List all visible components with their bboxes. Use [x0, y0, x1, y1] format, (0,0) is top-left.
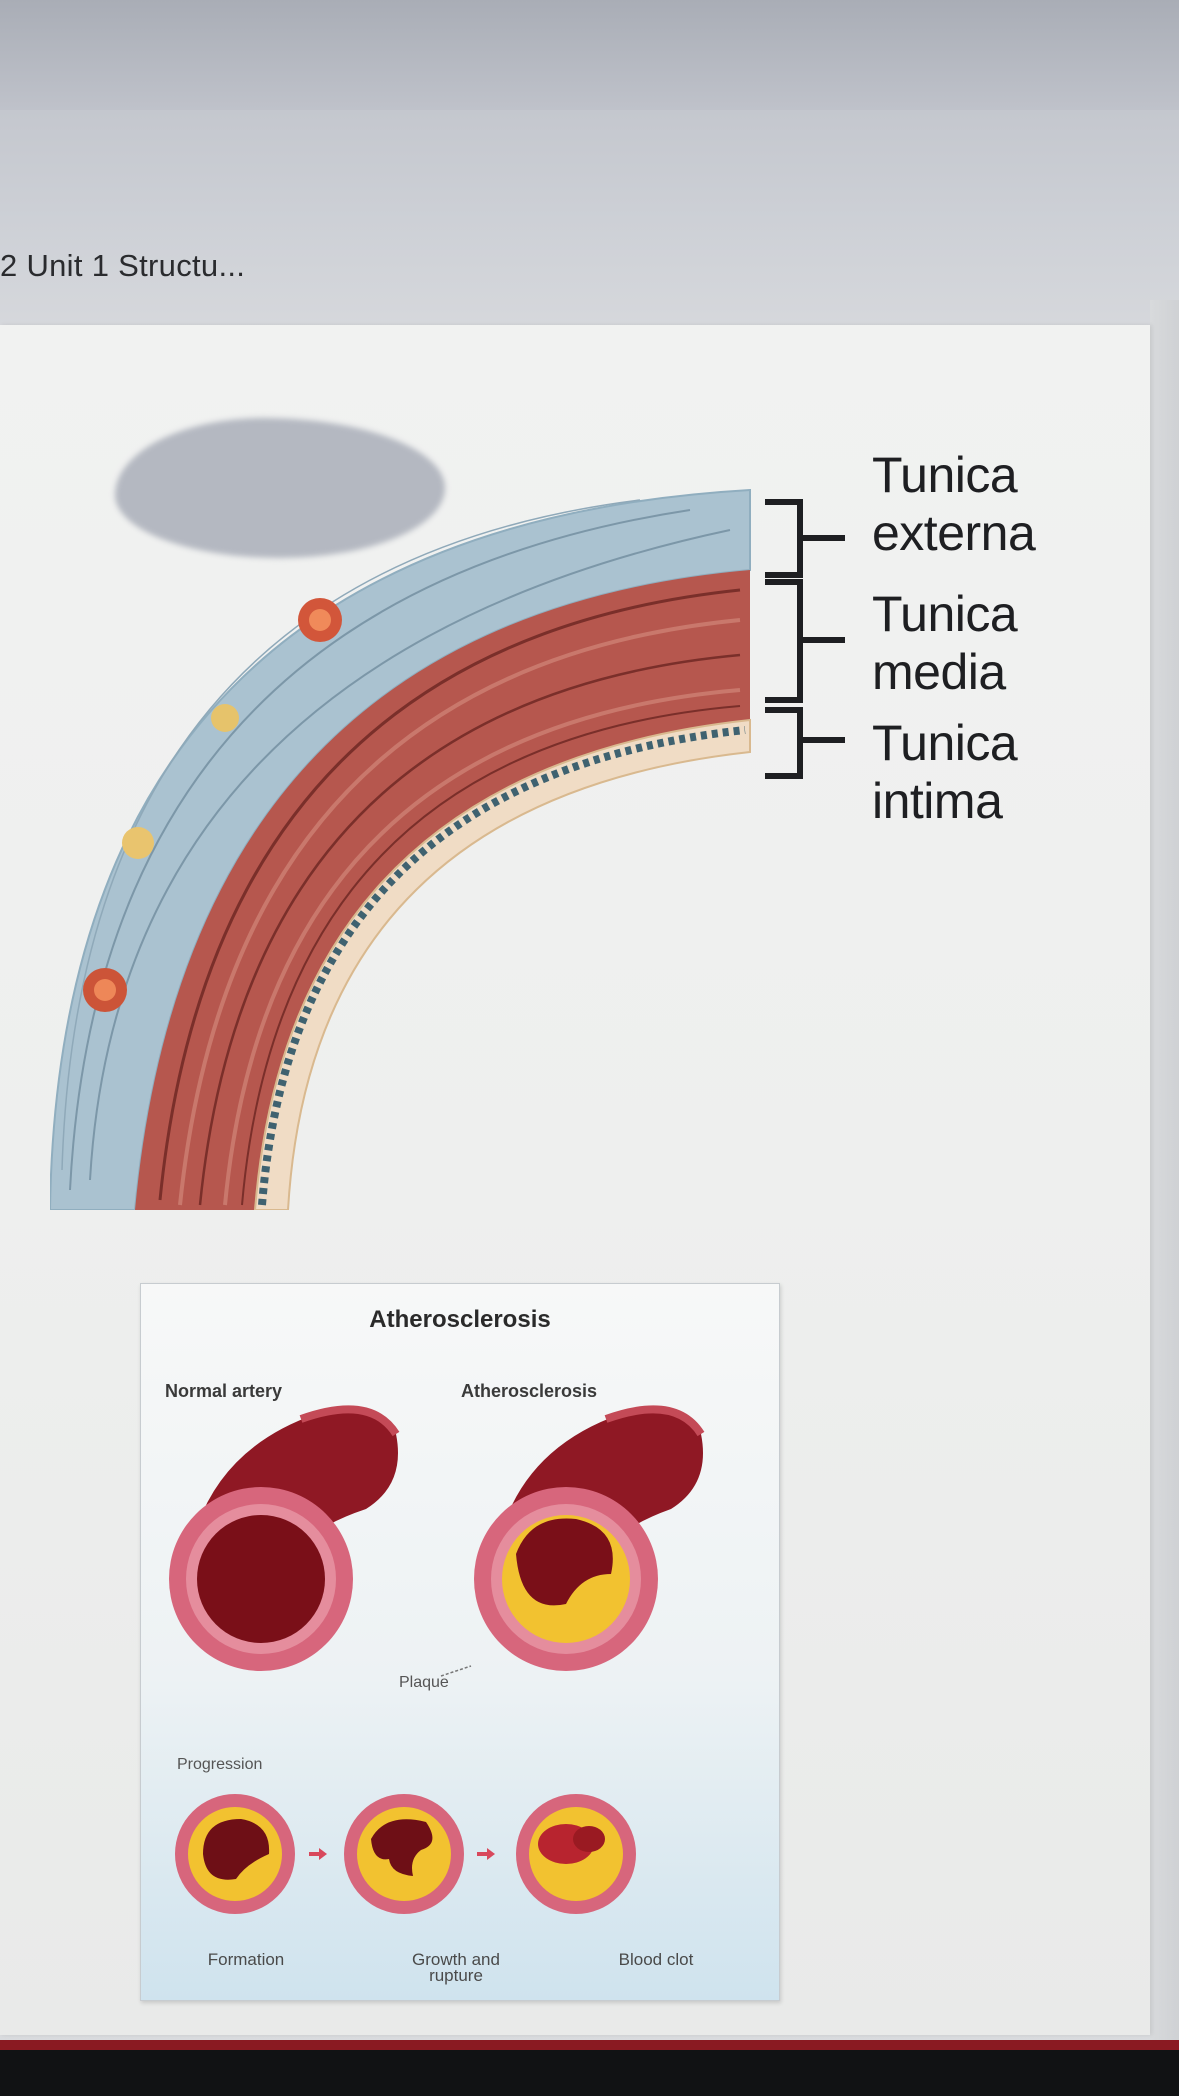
step-growth-label: Growth and rupture [412, 1950, 500, 1985]
label-media-line2: media [872, 644, 1006, 700]
bottom-red-bar [0, 2040, 1179, 2050]
tunica-intima-wave [258, 726, 746, 1206]
top-toolbar-band [0, 0, 1179, 110]
label-externa-line2: externa [872, 505, 1036, 561]
label-intima-line2: intima [872, 773, 1003, 829]
label-externa-line1: Tunica [872, 447, 1018, 503]
label-tunica-externa: Tunica externa [872, 446, 1036, 562]
step-clot-label: Blood clot [618, 1950, 694, 1969]
right-scroll-edge [1150, 300, 1179, 2050]
document-tab-title[interactable]: 2 Unit 1 Structu... [0, 248, 246, 283]
label-intima-line1: Tunica [872, 715, 1018, 771]
layer-brackets [765, 499, 845, 779]
normal-artery-label: Normal artery [165, 1381, 283, 1401]
atherosclerosis-figure: Atherosclerosis Normal artery Atheroscle… [140, 1283, 780, 2001]
label-tunica-intima: Tunica intima [872, 714, 1018, 830]
plaque-label: Plaque [399, 1674, 449, 1691]
progression-label: Progression [177, 1756, 263, 1773]
atherosclerosis-illustration [169, 1405, 705, 1914]
atherosclerosis-title: Atherosclerosis [369, 1306, 551, 1333]
artery-wall-illustration [50, 488, 751, 1210]
bottom-black-bar [0, 2050, 1179, 2096]
label-tunica-media: Tunica media [872, 585, 1018, 701]
label-media-line1: Tunica [872, 586, 1018, 642]
redacted-smudge [115, 418, 445, 558]
diseased-artery-label: Atherosclerosis [461, 1381, 598, 1401]
tunica-media-layer [135, 570, 750, 1210]
normal-artery-lumen [197, 1515, 325, 1643]
step-formation-label: Formation [207, 1950, 285, 1969]
